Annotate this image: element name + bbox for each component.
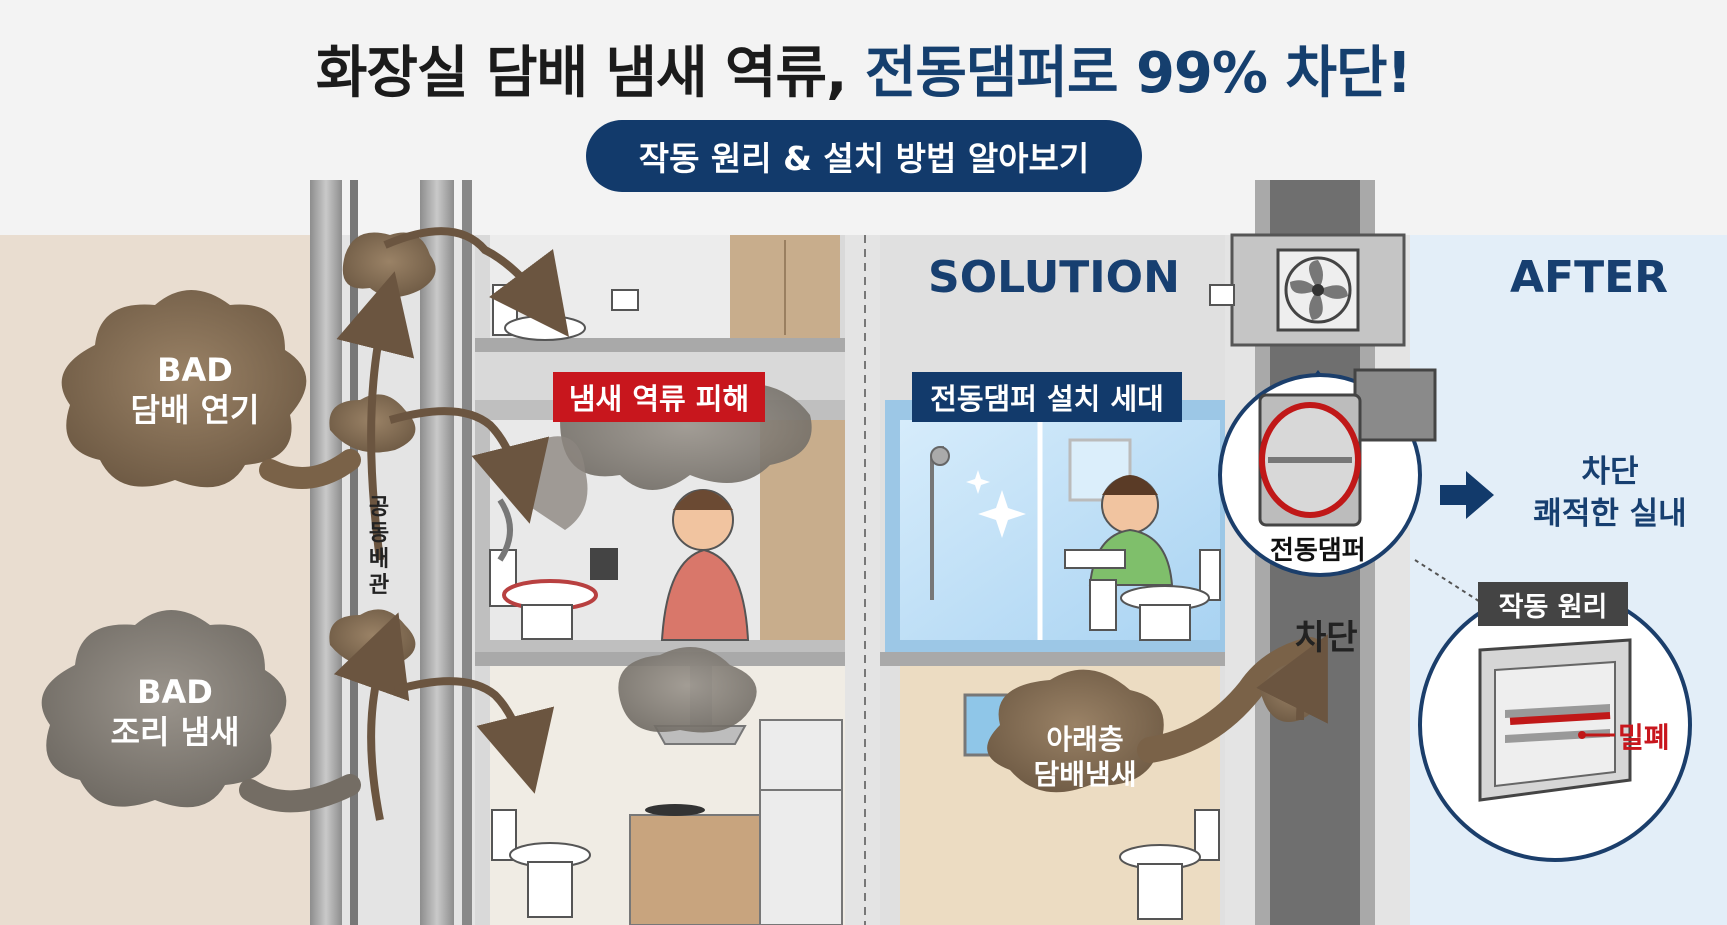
cloud-bad-cooking-line2: 조리 냄새 <box>110 713 240 751</box>
cloud-bad-cooking-line1: BAD <box>137 673 213 711</box>
install-tag: 전동댐퍼 설치 세대 <box>912 372 1182 422</box>
downstairs-line1: 아래층 <box>1046 723 1124 756</box>
title-part-1: 화장실 담배 냄새 역류, <box>315 41 847 106</box>
cloud-bad-smoke: BAD 담배 연기 <box>95 350 295 430</box>
solution-heading: SOLUTION <box>928 252 1180 303</box>
page-title: 화장실 담배 냄새 역류, 전동댐퍼로 99% 차단! <box>0 28 1727 109</box>
downstairs-smoke-label: 아래층 담배냄새 <box>1010 722 1160 792</box>
damper-label: 전동댐퍼 <box>1270 536 1366 566</box>
result-line1: 차단 <box>1581 454 1639 490</box>
subtitle-text: 작동 원리 & 설치 방법 알아보기 <box>638 139 1090 178</box>
install-tag-text: 전동댐퍼 설치 세대 <box>930 382 1164 416</box>
principle-tag: 작동 원리 <box>1478 582 1628 626</box>
cloud-bad-cooking: BAD 조리 냄새 <box>75 672 275 752</box>
block-label: 차단 <box>1295 618 1358 658</box>
seal-label: 밀폐 <box>1618 721 1670 754</box>
title-part-2: 전동댐퍼로 99% 차단! <box>864 41 1412 106</box>
damage-tag-text: 냄새 역류 피해 <box>568 382 750 416</box>
cloud-bad-smoke-line2: 담배 연기 <box>130 391 260 429</box>
result-line2: 쾌적한 실내 <box>1533 495 1687 532</box>
principle-tag-text: 작동 원리 <box>1498 591 1608 623</box>
after-heading: AFTER <box>1510 252 1669 303</box>
damage-tag: 냄새 역류 피해 <box>553 372 765 422</box>
subtitle-pill: 작동 원리 & 설치 방법 알아보기 <box>586 120 1142 192</box>
cloud-bad-smoke-line1: BAD <box>157 351 233 389</box>
downstairs-line2: 담배냄새 <box>1033 758 1137 791</box>
result-text: 차단 쾌적한 실내 <box>1500 452 1720 536</box>
